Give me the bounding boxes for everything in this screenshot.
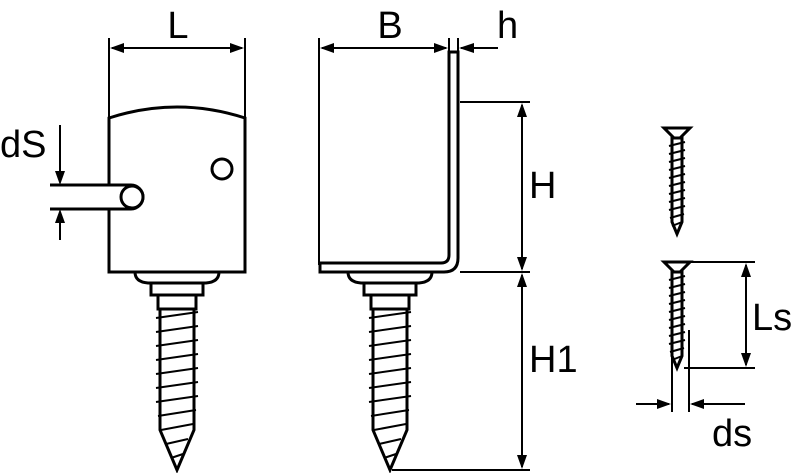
label-ds-lower: ds bbox=[712, 413, 752, 455]
front-screw bbox=[133, 270, 221, 473]
label-ls: Ls bbox=[752, 297, 792, 339]
dimension-l: L bbox=[110, 5, 244, 53]
side-screw bbox=[346, 270, 434, 473]
label-h-thickness: h bbox=[497, 5, 518, 47]
label-h1: H1 bbox=[529, 339, 578, 381]
dimension-h-height: H bbox=[517, 103, 556, 271]
dimension-ls: Ls bbox=[684, 261, 792, 369]
side-view: B h H bbox=[318, 5, 578, 473]
label-l: L bbox=[167, 5, 188, 47]
dimension-h1: H1 bbox=[517, 273, 578, 469]
front-view: L dS bbox=[0, 5, 247, 473]
plate-hole bbox=[210, 157, 234, 181]
label-b: B bbox=[377, 5, 402, 47]
dimension-b: B bbox=[320, 5, 448, 53]
label-h-height: H bbox=[529, 165, 556, 207]
dimension-h-thickness: h bbox=[459, 5, 518, 53]
front-plate bbox=[107, 105, 247, 274]
label-ds-upper: dS bbox=[0, 124, 46, 166]
dimension-ds-upper: dS bbox=[0, 124, 65, 240]
dimension-ds-lower: ds bbox=[636, 330, 752, 455]
bracket-profile bbox=[318, 50, 460, 274]
small-screw-bottom bbox=[660, 260, 694, 372]
small-screw-top bbox=[660, 126, 694, 238]
